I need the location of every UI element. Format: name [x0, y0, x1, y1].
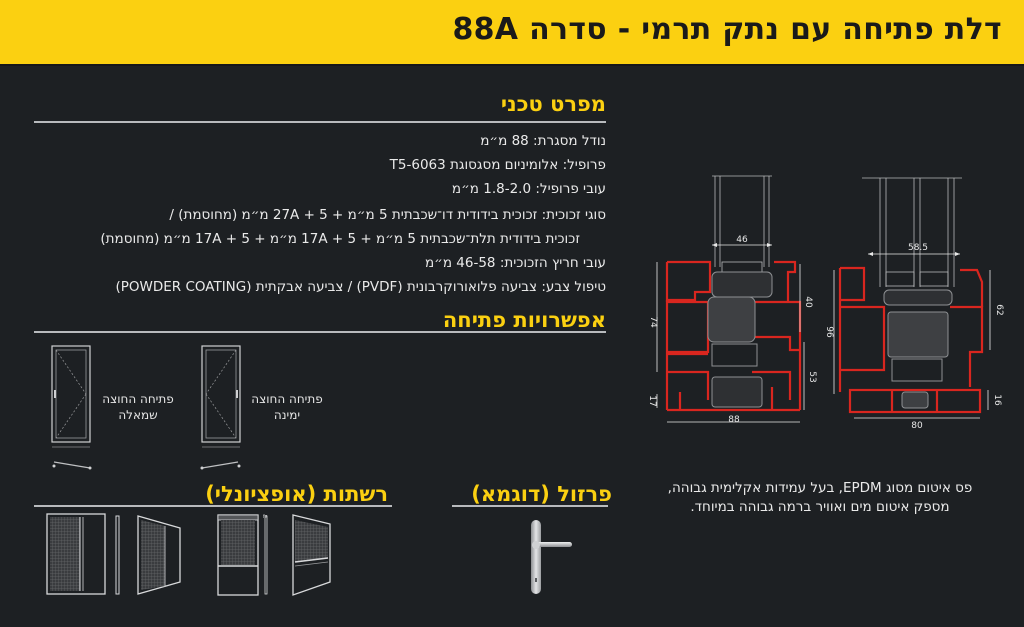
door-open-right-icon [200, 345, 241, 470]
svg-text:74: 74 [648, 316, 658, 328]
opening-left-label-line2: שמאלה [118, 408, 158, 422]
seal-note-line2: מספק איטום מים ואוויר ברמה גבוהה במיוחד. [690, 499, 950, 515]
svg-text:58.5: 58.5 [908, 243, 928, 253]
cross-section-80-drawing: 58.5 96 62 16 80 [824, 177, 1004, 431]
technical-spec-title: מפרט טכני [500, 92, 606, 116]
seal-note: פס איטום מסוג EPDM, בעל עמידות אקלימית ג… [640, 479, 1000, 517]
spec-glass-types-cont: זכוכית בידודית תלת־שכבתית 5 מ״מ + 17A + … [100, 231, 580, 247]
svg-text:88: 88 [728, 415, 740, 425]
page-title: דלת פתיחה עם נתק תרמי - סדרה 88A [452, 12, 1002, 47]
screens-divider [34, 505, 392, 507]
pleated-screen-icon [292, 514, 331, 596]
sliding-screen-icon [46, 513, 120, 595]
hinged-screen-icon [137, 515, 181, 595]
opening-right-label-line2: ימינה [273, 408, 301, 422]
spec-profile-material: פרופיל: אלומיניום מסגסוגת 6063-T5 [389, 157, 606, 173]
seal-note-line1: פס איטום מסוג EPDM, בעל עמידות אקלימית ג… [667, 480, 973, 496]
hardware-divider [452, 505, 608, 507]
svg-text:40: 40 [803, 296, 813, 308]
cross-section-88-drawing: 46 74 40 53 17 88 [647, 175, 817, 425]
door-handle-icon [531, 520, 572, 594]
spec-frame-depth: נודל מסגרת: 88 מ״מ [480, 133, 606, 149]
title-banner: דלת פתיחה עם נתק תרמי - סדרה 88A [0, 0, 1024, 66]
svg-text:96: 96 [824, 326, 834, 338]
svg-text:16: 16 [992, 394, 1002, 406]
svg-text:62: 62 [994, 304, 1004, 315]
spec-coating: טיפול צבע: צביעה פלואורוקרבונית (PVDF) /… [115, 279, 606, 295]
opening-left-label: פתיחה החוצה שמאלה [98, 391, 178, 423]
svg-text:46: 46 [736, 235, 748, 245]
svg-text:17: 17 [647, 395, 657, 406]
hardware-title: פרזול (דוגמא) [471, 482, 612, 506]
svg-text:53: 53 [807, 371, 817, 382]
opening-right-label-line1: פתיחה החוצה [251, 392, 323, 406]
door-open-left-icon [51, 345, 92, 470]
opening-options-title: אפשרויות פתיחה [442, 308, 606, 332]
svg-text:fs: fs [263, 514, 268, 520]
spec-glass-types: סוגי זכוכית: זכוכית בידודית דו־שכבתית 5 … [169, 207, 606, 223]
screens-illustrations: fs [46, 513, 331, 596]
spec-profile-thickness: עובי פרופיל: 1.8-2.0 מ״מ [451, 181, 606, 197]
svg-text:80: 80 [911, 421, 923, 431]
opening-options-divider [34, 331, 606, 333]
opening-right-label: פתיחה החוצה ימינה [242, 391, 332, 423]
screens-title: רשתות (אופציונלי) [205, 482, 388, 506]
spec-glass-slot: עובי חריץ הזכוכית: 46-58 מ״מ [424, 255, 606, 271]
technical-spec-divider [34, 121, 606, 123]
roller-screen-icon: fs [217, 514, 268, 596]
opening-left-label-line1: פתיחה החוצה [102, 392, 174, 406]
